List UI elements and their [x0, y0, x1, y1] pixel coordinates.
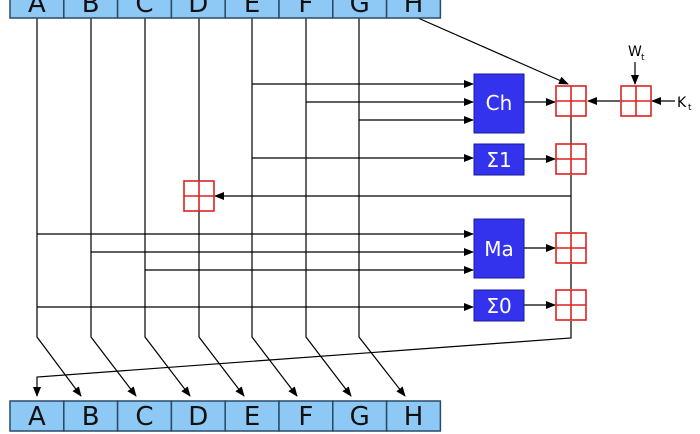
registers-top-label-c: C [135, 0, 153, 19]
sigma0-box [473, 289, 525, 322]
wire-g-down [358, 18, 406, 397]
sigma1-label: Σ1 [486, 148, 511, 172]
registers-bottom-label-h: H [404, 402, 424, 432]
function-sigma1: Σ1 [473, 143, 525, 176]
function-ch: Ch [473, 73, 525, 134]
registers-bottom-box-h [385, 400, 442, 432]
bottom-register-bank: A B C D E F G H [9, 400, 442, 432]
registers-bottom-label-a: A [28, 402, 46, 432]
k-label: K [677, 95, 687, 111]
wire-d-down [198, 18, 245, 397]
ch-box [473, 73, 525, 134]
wire-a-down [36, 18, 82, 397]
ch-label: Ch [486, 91, 513, 115]
function-ma: Ma [473, 218, 525, 279]
wire-c-down [144, 18, 191, 397]
registers-bottom-box-c [116, 400, 173, 432]
registers-top-label-e: E [244, 0, 260, 19]
wires [33, 17, 675, 397]
registers-bottom-box-f [278, 400, 334, 432]
registers-bottom-label-c: C [135, 402, 153, 432]
registers-bottom-box-g [332, 400, 388, 432]
ma-box [473, 218, 525, 279]
sigma1-box [473, 143, 525, 176]
adders [183, 85, 652, 321]
registers-top-label-a: A [28, 0, 46, 19]
adder-ch [555, 85, 587, 117]
registers-bottom-label-e: E [244, 402, 260, 432]
registers-top-label-b: B [82, 0, 100, 19]
wire-b-down [90, 18, 137, 397]
wire-e-down [251, 18, 298, 397]
registers-top-box-h [385, 0, 442, 19]
registers-bottom-label-f: F [298, 402, 313, 432]
registers-bottom-label-g: G [350, 402, 370, 432]
top-register-bank: A B C D E F G H [9, 0, 442, 19]
registers-bottom-label-d: D [188, 402, 208, 432]
function-sigma0: Σ0 [473, 289, 525, 322]
registers-bottom-box-b [63, 400, 119, 432]
sigma0-label: Σ0 [486, 294, 511, 318]
wire-new-a [33, 321, 572, 397]
k-subscript: t [688, 103, 692, 113]
registers-bottom-box-d [170, 400, 226, 432]
input-w: W t [628, 44, 645, 63]
w-subscript: t [641, 53, 645, 63]
adder-d [183, 180, 215, 212]
adder-ma [555, 232, 587, 264]
adder-sigma0 [555, 289, 587, 321]
registers-top-label-g: G [350, 0, 370, 19]
w-label: W [628, 44, 642, 60]
registers-top-label-f: F [298, 0, 313, 19]
wire-f-down [305, 18, 352, 397]
registers-top-label-d: D [188, 0, 208, 19]
registers-top-label-h: H [404, 0, 424, 19]
registers-bottom-label-b: B [82, 402, 100, 432]
adder-wk [620, 85, 652, 117]
wire-h-to-adder [417, 17, 569, 85]
ma-label: Ma [484, 237, 514, 261]
input-k: K t [677, 95, 692, 113]
adder-sigma1 [555, 143, 587, 175]
